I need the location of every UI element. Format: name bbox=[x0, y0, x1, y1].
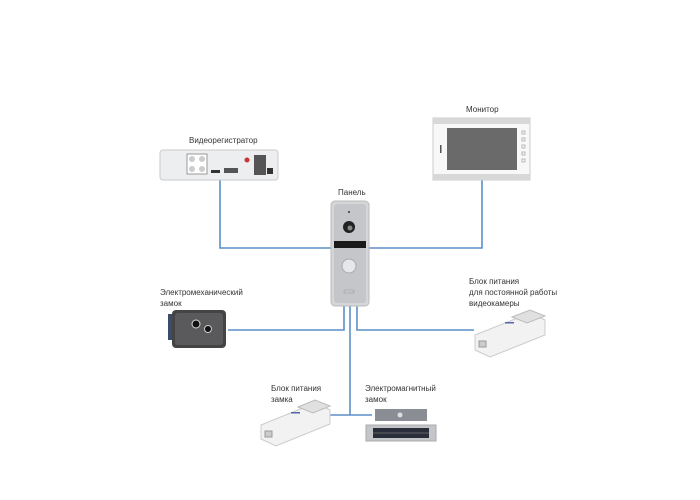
psu-camera-device bbox=[474, 309, 547, 358]
panel-label: Панель bbox=[338, 188, 366, 197]
psu-camera-label: Блок питания для постоянной работы видео… bbox=[469, 276, 557, 309]
psu-camera-label-line1: Блок питания bbox=[469, 277, 520, 286]
wire-mech-lock bbox=[228, 306, 345, 331]
psu-camera-label-line3: видеокамеры bbox=[469, 299, 520, 308]
mag-lock-label-line1: Электромагнитный bbox=[365, 384, 436, 393]
psu-lock-label-line1: Блок питания bbox=[271, 384, 322, 393]
recorder-label: Видеорегистратор bbox=[189, 136, 258, 145]
electromagnetic-lock-device bbox=[365, 409, 437, 442]
mech-lock-label-line1: Электромеханический bbox=[160, 288, 243, 297]
wire-psu-camera bbox=[356, 306, 474, 331]
psu-lock-label-line2: замка bbox=[271, 395, 293, 404]
mag-lock-label-line2: замок bbox=[365, 395, 387, 404]
recorder-device bbox=[159, 149, 279, 181]
monitor-label: Монитор bbox=[466, 105, 499, 114]
mech-lock-label: Электромеханический замок bbox=[160, 287, 243, 309]
electromechanical-lock-device bbox=[168, 310, 226, 348]
monitor-device bbox=[432, 117, 531, 181]
mag-lock-label: Электромагнитный замок bbox=[365, 383, 436, 405]
panel-device bbox=[330, 200, 370, 307]
psu-lock-device bbox=[260, 399, 332, 447]
psu-camera-label-line2: для постоянной работы bbox=[469, 288, 558, 297]
wire-monitor bbox=[369, 180, 483, 249]
wire-recorder bbox=[219, 180, 332, 249]
mech-lock-label-line2: замок bbox=[160, 299, 182, 308]
psu-lock-label: Блок питания замка bbox=[271, 383, 321, 405]
